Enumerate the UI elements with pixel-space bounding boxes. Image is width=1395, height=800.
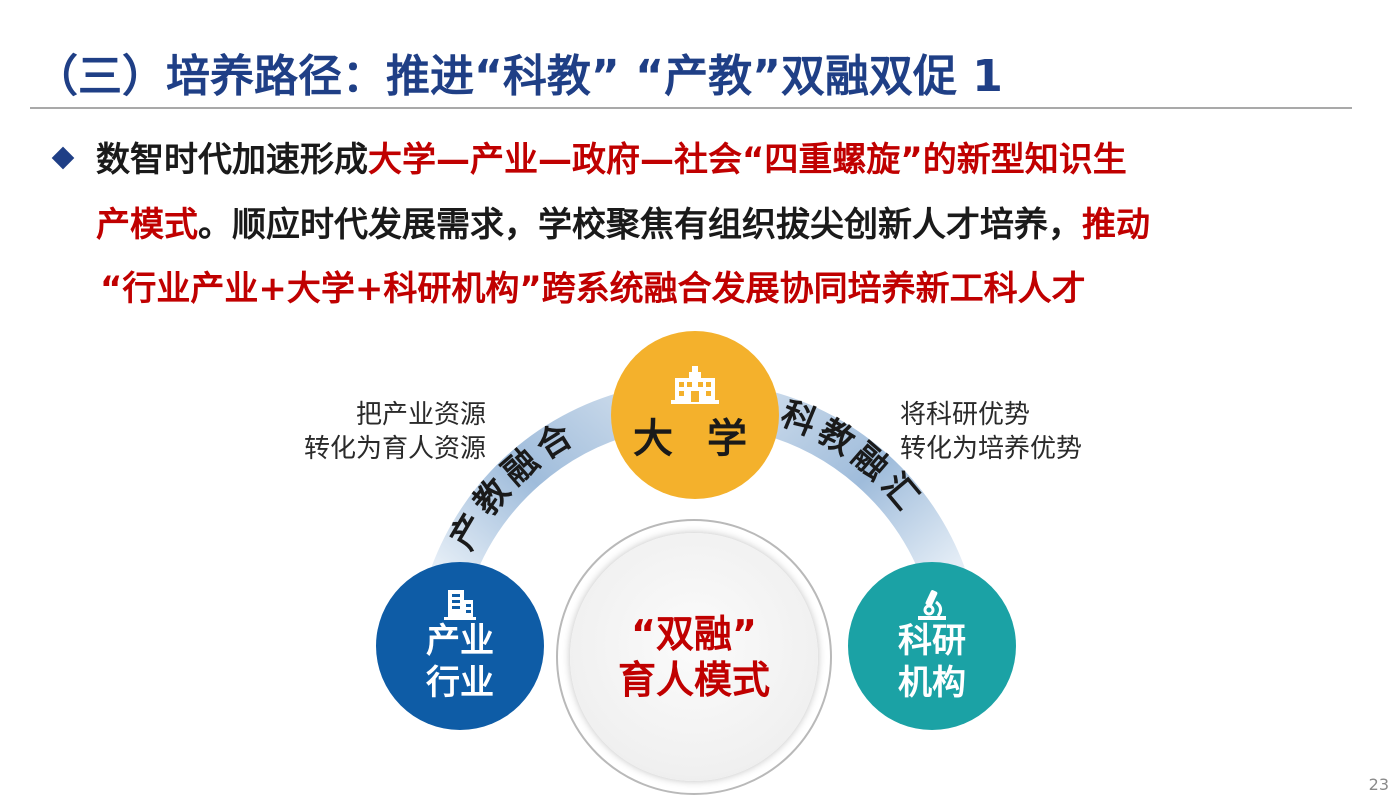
- page-number: 23: [1368, 775, 1389, 794]
- right-arc-band: [749, 388, 965, 583]
- bullet-line-2-red-end: 推动: [1082, 205, 1150, 245]
- left-arc-band: [431, 388, 646, 583]
- university-building-icon: [671, 366, 719, 404]
- industry-label-line-2: 行业: [426, 663, 494, 703]
- bullet-line-1-red: 大学—产业—政府—社会“四重螺旋”的新型知识生: [368, 140, 1127, 180]
- university-node: 大 学: [611, 331, 779, 499]
- research-label-line-2: 机构: [898, 663, 966, 703]
- bullet-line-2-red-start: 产模式: [96, 205, 198, 245]
- microscope-icon: [918, 590, 946, 620]
- right-annotation: 将科研优势 转化为培养优势: [900, 398, 1082, 466]
- page-title: （三）培养路径：推进“科教” “产教”双融双促 1: [34, 51, 1003, 102]
- university-label: 大 学: [633, 416, 757, 462]
- right-annotation-line-1: 将科研优势: [900, 400, 1031, 430]
- bullet-line-2-black: 。顺应时代发展需求，学校聚焦有组织拔尖创新人才培养，: [198, 205, 1082, 245]
- bullet-line-1-black: 数智时代加速形成: [96, 140, 368, 180]
- center-label-line-2: 育人模式: [617, 658, 770, 702]
- right-annotation-line-2: 转化为培养优势: [900, 434, 1083, 464]
- title-divider: [30, 107, 1352, 109]
- bullet-line-2: 产模式。顺应时代发展需求，学校聚焦有组织拔尖创新人才培养，推动: [96, 205, 1150, 245]
- research-node: 科研 机构: [848, 562, 1016, 730]
- left-annotation: 把产业资源 转化为育人资源: [304, 398, 487, 466]
- left-annotation-line-2: 转化为育人资源: [304, 434, 487, 464]
- left-annotation-line-1: 把产业资源: [356, 400, 487, 430]
- center-node: “双融” 育人模式: [570, 533, 818, 781]
- center-label-line-1: “双融”: [631, 612, 757, 656]
- research-label-line-1: 科研: [898, 621, 966, 661]
- office-building-icon: [444, 590, 476, 620]
- bullet-line-1: 数智时代加速形成大学—产业—政府—社会“四重螺旋”的新型知识生: [96, 140, 1127, 180]
- industry-node: 产业 行业: [376, 562, 544, 730]
- bullet-line-3: “行业产业+大学+科研机构”跨系统融合发展协同培养新工科人才: [100, 269, 1086, 309]
- industry-label-line-1: 产业: [426, 621, 494, 661]
